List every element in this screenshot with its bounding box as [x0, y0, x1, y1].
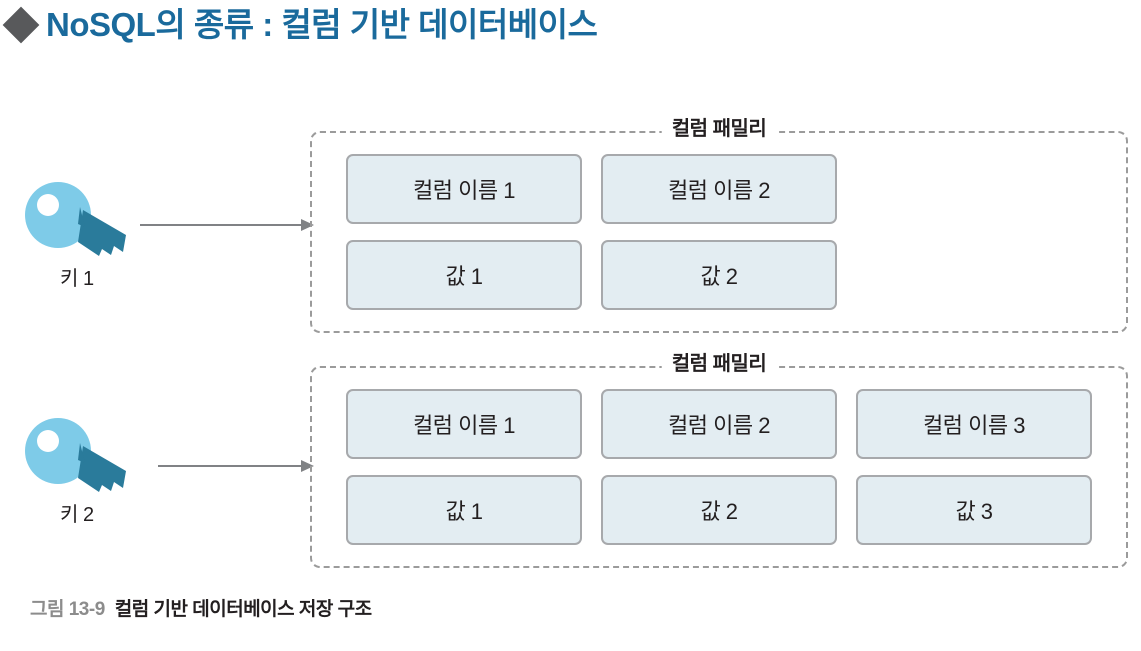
key-group-2: 키 2	[22, 418, 172, 527]
key-icon	[22, 182, 152, 260]
page-title-text: NoSQL의 종류 : 컬럼 기반 데이터베이스	[46, 6, 598, 43]
figure-number: 그림 13-9	[30, 599, 105, 620]
value-cell[interactable]: 값 1	[346, 475, 582, 545]
key-group-1: 키 1	[22, 182, 172, 291]
column-family-label: 컬럼 패밀리	[661, 119, 777, 139]
column-name-cell[interactable]: 컬럼 이름 2	[601, 389, 837, 459]
column-name-cell[interactable]: 컬럼 이름 2	[601, 154, 837, 224]
figure-caption-text: 컬럼 기반 데이터베이스 저장 구조	[114, 599, 372, 620]
arrow-right-icon	[158, 459, 314, 473]
values-row: 값 1 값 2 값 3	[346, 475, 1092, 545]
figure-caption: 그림 13-9 컬럼 기반 데이터베이스 저장 구조	[30, 594, 372, 621]
column-family-container-2: 컬럼 패밀리 컬럼 이름 1 컬럼 이름 2 컬럼 이름 3 값 1 값 2 값…	[310, 354, 1128, 568]
values-row: 값 1 값 2	[346, 240, 1092, 310]
key-label: 키 2	[60, 504, 94, 526]
page-title: NoSQL의 종류 : 컬럼 기반 데이터베이스	[2, 6, 598, 43]
column-family-container-1: 컬럼 패밀리 컬럼 이름 1 컬럼 이름 2 값 1 값 2	[310, 119, 1128, 333]
column-name-cell[interactable]: 컬럼 이름 1	[346, 389, 582, 459]
column-family-grid: 컬럼 이름 1 컬럼 이름 2 컬럼 이름 3 값 1 값 2 값 3	[312, 368, 1126, 566]
value-cell[interactable]: 값 1	[346, 240, 582, 310]
value-cell[interactable]: 값 2	[601, 475, 837, 545]
arrow-right-icon	[140, 218, 314, 232]
key-label: 키 1	[60, 268, 94, 290]
column-names-row: 컬럼 이름 1 컬럼 이름 2	[346, 154, 1092, 224]
column-name-cell[interactable]: 컬럼 이름 3	[856, 389, 1092, 459]
column-names-row: 컬럼 이름 1 컬럼 이름 2 컬럼 이름 3	[346, 389, 1092, 459]
key-icon	[22, 418, 152, 496]
column-family-label: 컬럼 패밀리	[661, 354, 777, 374]
column-name-cell[interactable]: 컬럼 이름 1	[346, 154, 582, 224]
value-cell[interactable]: 값 2	[601, 240, 837, 310]
column-family-grid: 컬럼 이름 1 컬럼 이름 2 값 1 값 2	[312, 133, 1126, 331]
diamond-bullet-icon	[2, 6, 40, 43]
value-cell[interactable]: 값 3	[856, 475, 1092, 545]
